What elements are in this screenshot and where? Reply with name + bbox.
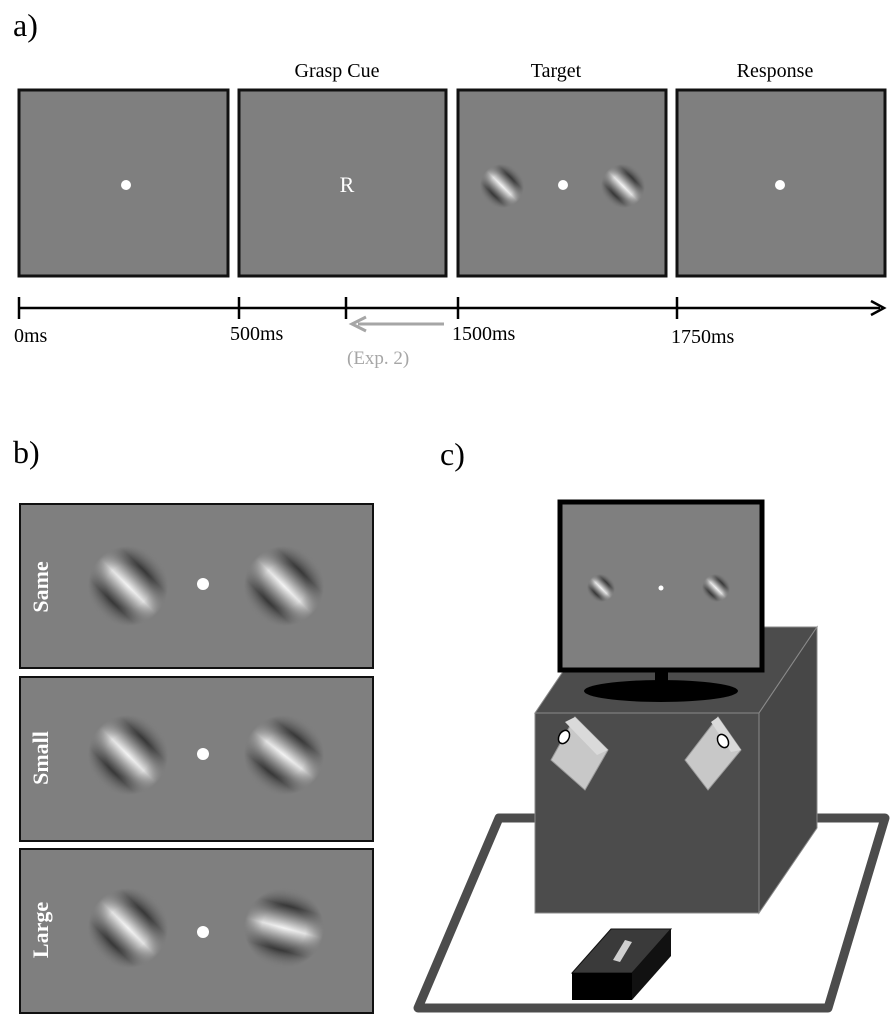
tick-label-0ms: 0ms — [14, 325, 48, 347]
tick-label-1750ms: 1750ms — [671, 326, 735, 348]
fixation-dot — [197, 748, 209, 760]
grasp-object-right — [684, 716, 742, 791]
fixation-dot — [775, 180, 785, 190]
panel-label-b: b) — [13, 434, 40, 470]
frame-title-response: Response — [737, 60, 814, 82]
exp2-label: (Exp. 2) — [347, 348, 409, 369]
frame-grasp-cue: R — [237, 88, 448, 278]
monitor — [557, 499, 765, 673]
frame-title-grasp-cue: Grasp Cue — [295, 60, 380, 82]
cue-letter: R — [340, 172, 355, 197]
fixation-dot — [121, 180, 131, 190]
condition-label-same: Same — [28, 561, 53, 613]
tick-label-1500ms: 1500ms — [452, 323, 516, 345]
tick-label-500ms: 500ms — [230, 323, 284, 345]
frame-title-target: Target — [531, 60, 582, 82]
fixation-dot — [658, 585, 664, 591]
condition-label-small: Small — [28, 731, 53, 785]
panel-label-c: c) — [440, 436, 465, 472]
frame-response — [675, 88, 887, 278]
panel-label-a: a) — [13, 7, 38, 43]
grasp-object-left — [550, 716, 609, 791]
fixation-dot — [558, 180, 568, 190]
exp2-arrow — [348, 315, 444, 333]
condition-large — [19, 848, 374, 1014]
timeline — [17, 297, 887, 319]
condition-small — [19, 676, 374, 842]
frame-target — [456, 88, 668, 278]
condition-label-large: Large — [28, 902, 53, 958]
frame-fixation-1 — [17, 88, 230, 278]
condition-same — [19, 503, 374, 669]
monitor-neck — [655, 668, 668, 692]
fixation-dot — [197, 926, 209, 938]
response-button-box — [570, 928, 673, 1000]
fixation-dot — [197, 578, 209, 590]
